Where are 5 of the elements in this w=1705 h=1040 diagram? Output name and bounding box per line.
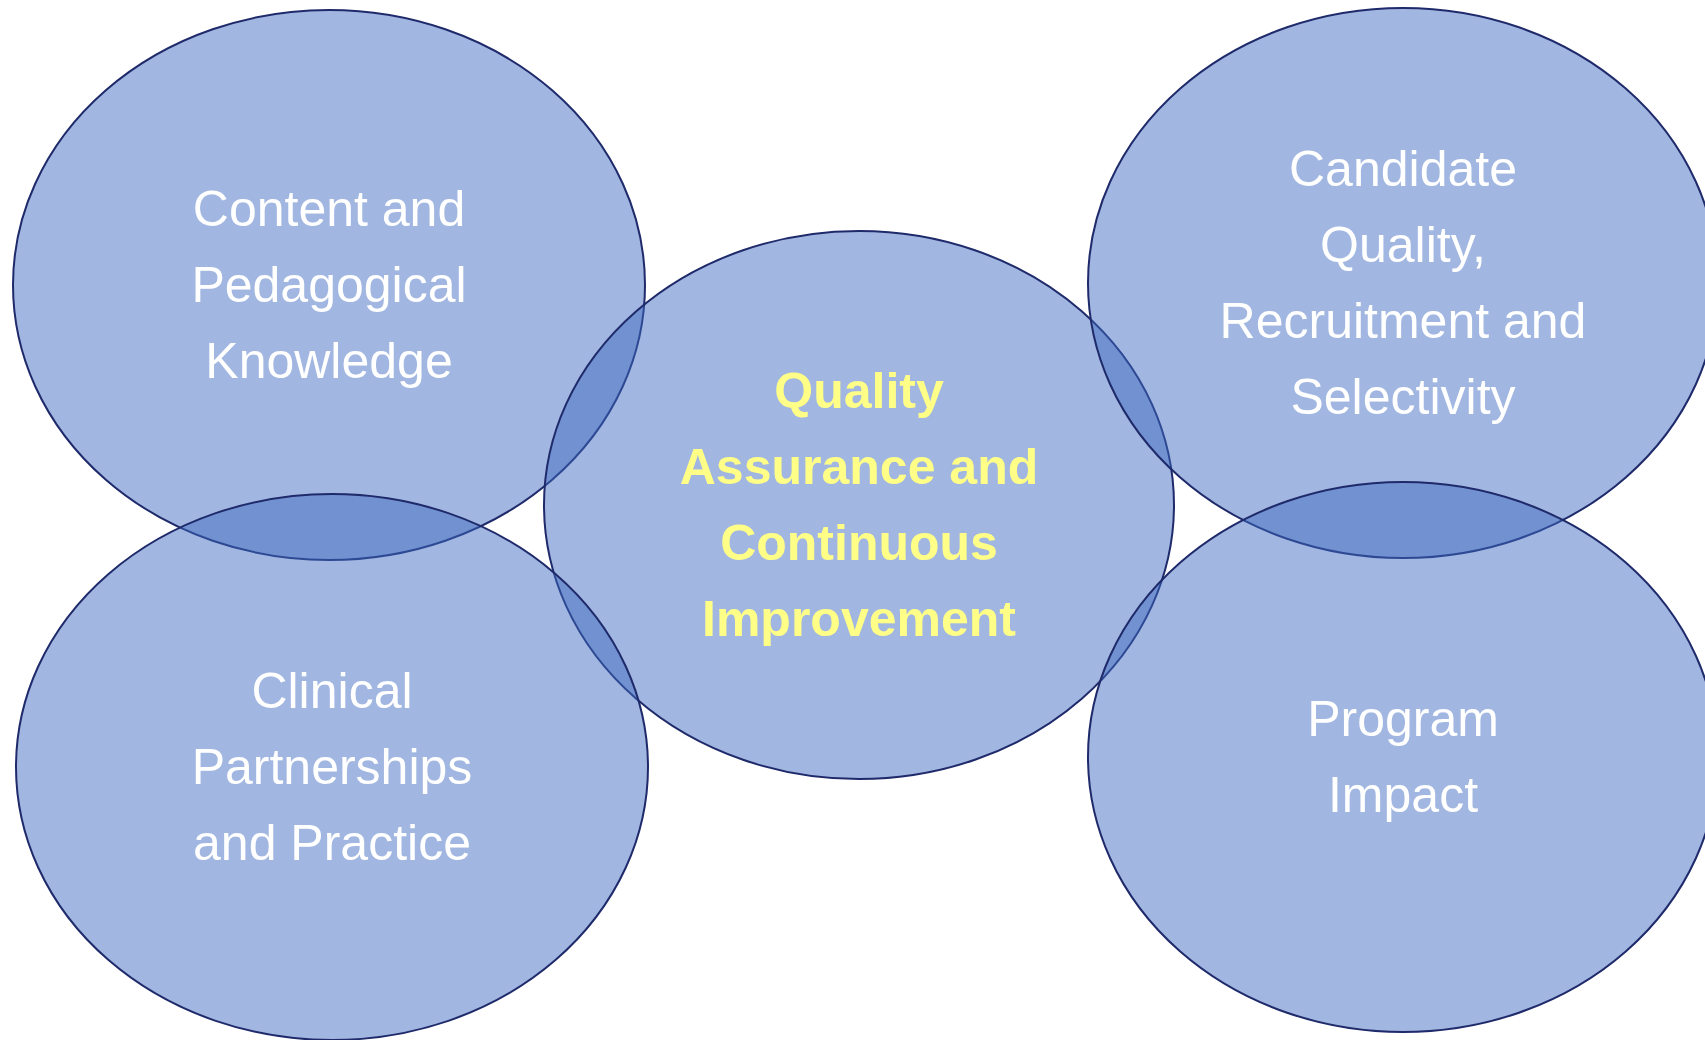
ellipse-label: Program Impact bbox=[1306, 690, 1500, 825]
ellipse-label: Candidate Quality, Recruitment and Selectivity bbox=[1218, 140, 1588, 427]
ellipse-label: Clinical Partnerships and Practice bbox=[190, 662, 474, 873]
ellipse-label: Quality Assurance and Continuous Improvement bbox=[678, 362, 1040, 649]
ellipse-label: Content and Pedagogical Knowledge bbox=[190, 180, 468, 391]
